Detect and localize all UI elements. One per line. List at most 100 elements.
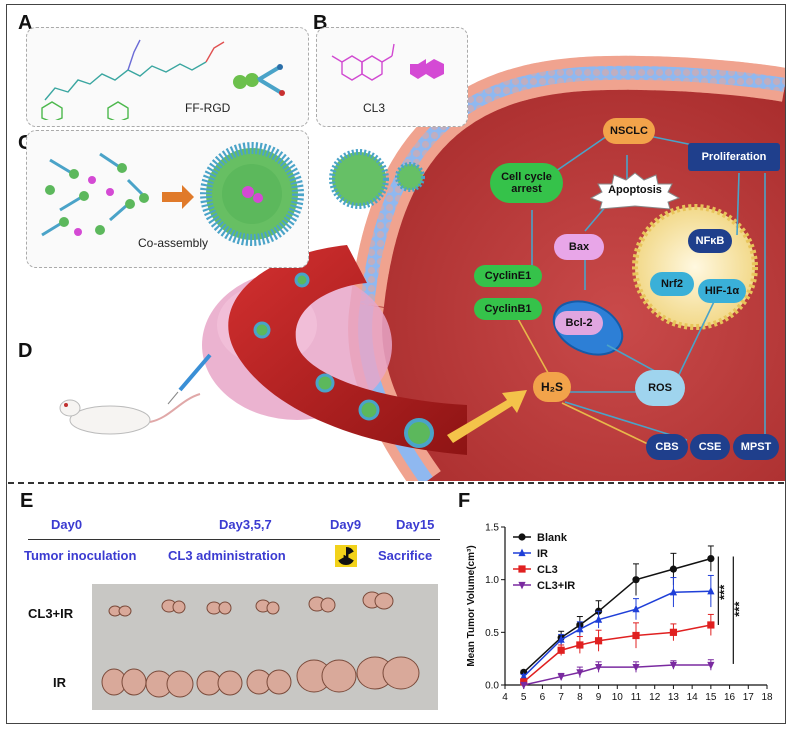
nanoparticle-large bbox=[329, 149, 389, 209]
tumor-photo bbox=[92, 584, 438, 710]
data-point-cl3-ir bbox=[669, 661, 678, 670]
mouse-injection-illustration bbox=[59, 353, 212, 435]
section-divider bbox=[8, 482, 784, 484]
y-tick-label: 0.0 bbox=[485, 681, 499, 692]
node-cyclin-e1: CyclinE1 bbox=[474, 265, 542, 287]
node-cyclin-b1: CyclinB1 bbox=[474, 298, 542, 320]
x-tick-label: 17 bbox=[743, 692, 755, 703]
y-tick-label: 0.5 bbox=[485, 628, 499, 639]
series-line-cl3-ir bbox=[523, 664, 711, 686]
data-point-ir bbox=[576, 624, 584, 633]
node-cse: CSE bbox=[690, 434, 730, 460]
photo-row-label-ir: IR bbox=[53, 675, 66, 690]
figure-frame bbox=[6, 4, 786, 724]
data-point-ir bbox=[594, 615, 603, 623]
data-point-cl3 bbox=[557, 646, 565, 654]
legend-marker-cl3 bbox=[518, 565, 526, 573]
node-proliferation: Proliferation bbox=[688, 143, 780, 171]
series-line-ir bbox=[523, 590, 711, 678]
x-tick-label: 7 bbox=[558, 692, 564, 703]
node-nrf2: Nrf2 bbox=[650, 272, 694, 296]
legend-label-cl3: CL3 bbox=[537, 564, 558, 576]
x-tick-label: 4 bbox=[502, 692, 508, 703]
legend-marker-ir bbox=[518, 548, 526, 557]
panel-label-f: F bbox=[458, 490, 471, 512]
data-point-cl3-ir bbox=[594, 663, 603, 672]
node-h2s: H₂S bbox=[533, 372, 571, 402]
entry-arrow bbox=[447, 390, 527, 443]
node-cell-cycle-arrest: Cell cycle arrest bbox=[490, 163, 563, 203]
data-point-cl3-ir bbox=[576, 669, 584, 677]
top-scene bbox=[202, 55, 785, 481]
data-point-blank bbox=[669, 565, 678, 573]
cl3-structure bbox=[331, 43, 444, 81]
data-point-cl3 bbox=[594, 637, 603, 645]
timeline-day357: Day3,5,7 bbox=[219, 517, 272, 532]
co-assembly-caption: Co-assembly bbox=[138, 236, 209, 250]
data-point-ir bbox=[707, 586, 715, 595]
panel-label-e: E bbox=[20, 490, 34, 512]
legend-marker-blank bbox=[518, 533, 526, 541]
x-tick-label: 9 bbox=[596, 692, 602, 703]
x-tick-label: 8 bbox=[577, 692, 583, 703]
ff-rgd-structure bbox=[41, 39, 285, 120]
node-nfkb: NFκB bbox=[688, 229, 732, 253]
node-hif1a: HIF-1α bbox=[698, 279, 746, 303]
data-point-cl3-ir bbox=[557, 673, 565, 681]
y-axis-label: Mean Tumor Volume(cm³) bbox=[466, 545, 477, 666]
node-nsclc: NSCLC bbox=[603, 118, 655, 144]
x-tick-label: 16 bbox=[724, 692, 736, 703]
y-tick-label: 1.0 bbox=[485, 575, 499, 586]
node-cbs: CBS bbox=[646, 434, 688, 460]
legend-marker-cl3-ir bbox=[518, 581, 526, 590]
data-point-ir bbox=[557, 635, 565, 643]
timeline-axis bbox=[28, 539, 440, 540]
panel-b-box bbox=[316, 27, 468, 127]
radiation-icon bbox=[335, 545, 357, 567]
data-point-cl3 bbox=[669, 628, 678, 636]
x-tick-label: 6 bbox=[540, 692, 546, 703]
legend-label-cl3-ir: CL3+IR bbox=[537, 580, 575, 592]
node-apoptosis: Apoptosis bbox=[608, 184, 662, 196]
x-tick-label: 11 bbox=[631, 692, 642, 703]
data-point-ir bbox=[520, 672, 528, 680]
y-tick-label: 1.5 bbox=[485, 523, 499, 534]
x-tick-label: 5 bbox=[521, 692, 527, 703]
nanoparticles-in-vessel bbox=[253, 272, 434, 448]
x-tick-label: 15 bbox=[705, 692, 717, 703]
data-point-blank bbox=[707, 555, 715, 563]
x-tick-label: 18 bbox=[761, 692, 773, 703]
blood-vessel bbox=[228, 245, 467, 455]
significance-label-2: *** bbox=[731, 601, 746, 617]
cl3-caption: CL3 bbox=[363, 101, 386, 115]
timeline-day9: Day9 bbox=[330, 517, 362, 532]
legend-label-blank: Blank bbox=[537, 532, 568, 544]
legend-label-ir: IR bbox=[537, 548, 548, 560]
data-point-cl3 bbox=[707, 621, 715, 629]
ff-rgd-caption: FF-RGD bbox=[185, 101, 231, 115]
co-assembly-scheme bbox=[41, 142, 304, 246]
x-tick-label: 10 bbox=[612, 692, 624, 703]
x-tick-label: 14 bbox=[687, 692, 699, 703]
timeline-sacrifice: Sacrifice bbox=[378, 548, 433, 563]
co-assembly-arrow bbox=[162, 185, 194, 209]
timeline-cl3-administration: CL3 administration bbox=[168, 548, 286, 563]
data-point-cl3 bbox=[632, 631, 640, 640]
nanoparticle-small bbox=[395, 162, 425, 192]
timeline-day0: Day0 bbox=[51, 517, 83, 532]
panel-label-d: D bbox=[18, 340, 33, 362]
data-point-ir bbox=[669, 587, 678, 596]
data-point-cl3 bbox=[520, 678, 528, 686]
data-point-blank bbox=[632, 576, 640, 584]
data-point-cl3-ir bbox=[707, 661, 715, 670]
timeline-tumor-inoculation: Tumor inoculation bbox=[24, 548, 137, 563]
data-point-cl3-ir bbox=[632, 663, 640, 672]
node-apoptosis-burst bbox=[590, 172, 680, 210]
node-bax: Bax bbox=[554, 234, 604, 260]
data-point-ir bbox=[632, 604, 640, 613]
series-line-cl3 bbox=[523, 624, 712, 683]
timeline-day15: Day15 bbox=[396, 517, 435, 532]
significance-label-1: *** bbox=[716, 584, 731, 600]
node-ros: ROS bbox=[635, 370, 685, 406]
